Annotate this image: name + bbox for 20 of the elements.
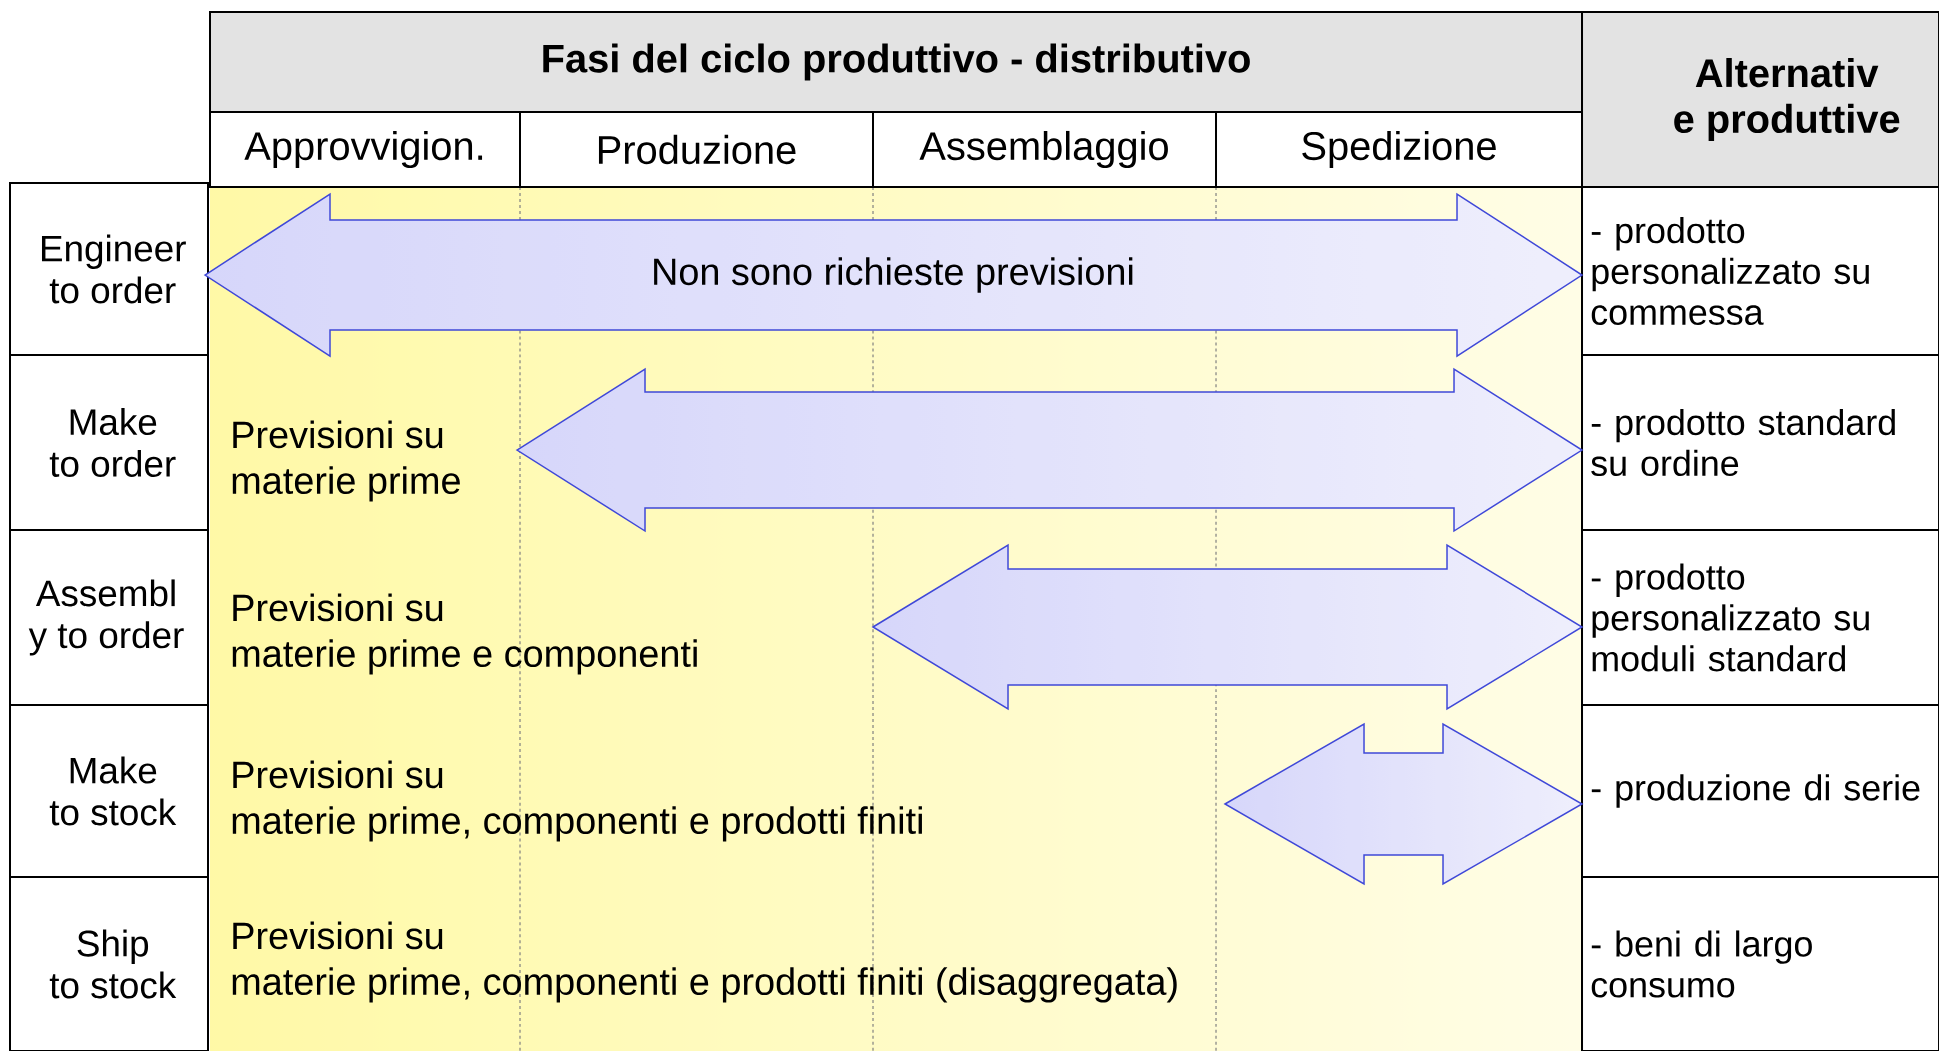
row-header: Make to stock — [9, 704, 209, 878]
table-cell: - beni di largo consumo — [1581, 876, 1939, 1051]
table-cell: - prodotto standard su ordine — [1581, 354, 1939, 531]
row-header: Engineer to order — [9, 182, 209, 356]
table-cell: - prodotto personalizzato su commessa — [1581, 186, 1939, 356]
header-cell: Alternativ e produttive — [1581, 11, 1939, 188]
row-header: Ship to stock — [9, 876, 209, 1051]
row-header: Assembl y to order — [9, 529, 209, 706]
forecast-note: Previsioni su materie prime, componenti e prodotti finiti — [232, 760, 922, 842]
row-header: Make to order — [9, 354, 209, 531]
column-header: Produzione — [519, 111, 874, 188]
column-header: Approvvigion. — [209, 111, 521, 188]
forecast-note: Previsioni su materie prime — [232, 420, 460, 502]
node-label: Alternativ e produttive — [1674, 58, 1900, 141]
table-cell: - produzione di serie — [1581, 704, 1939, 878]
column-header: Assemblaggio — [872, 111, 1217, 188]
forecast-note: Previsioni su materie prime, componenti e prodotti finiti (disaggregata) — [232, 921, 1177, 1003]
forecast-note: Previsioni su materie prime e componenti — [232, 593, 697, 675]
column-header: Spedizione — [1215, 111, 1583, 188]
table-cell: - prodotto personalizzato su moduli standard — [1581, 529, 1939, 706]
